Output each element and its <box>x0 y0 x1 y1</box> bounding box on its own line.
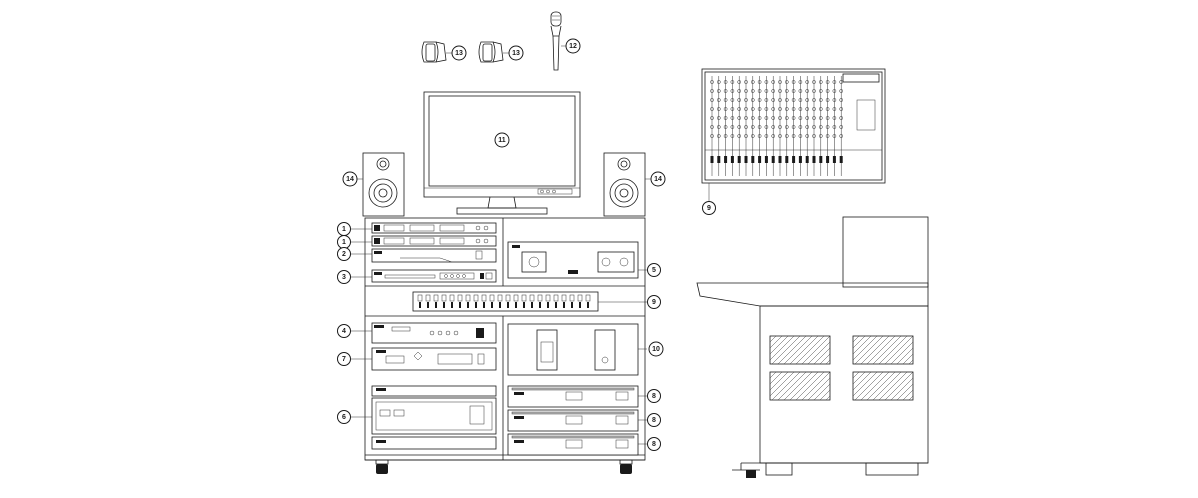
svg-text:2: 2 <box>342 251 346 258</box>
callout-3: 3 <box>337 270 351 284</box>
callout-1-lower: 1 <box>337 235 351 249</box>
callout-8-bottom: 8 <box>647 437 661 451</box>
svg-text:13: 13 <box>512 50 520 57</box>
svg-text:7: 7 <box>342 356 346 363</box>
rack-cabinet-side <box>696 216 929 478</box>
svg-text:4: 4 <box>342 328 346 335</box>
power-amplifier-1 <box>507 385 639 408</box>
headphone-unit-left <box>421 41 447 63</box>
display-monitor <box>423 91 581 215</box>
svg-text:8: 8 <box>652 417 656 424</box>
svg-text:1: 1 <box>342 239 346 246</box>
svg-text:9: 9 <box>707 205 711 212</box>
callout-4: 4 <box>337 324 351 338</box>
studio-speaker-right <box>603 152 646 217</box>
power-amplifier-2 <box>507 409 639 432</box>
callout-6: 6 <box>337 410 351 424</box>
callout-10: 10 <box>648 341 664 357</box>
wireless-receiver-2 <box>371 235 497 247</box>
callout-11: 11 <box>494 132 510 148</box>
callout-13-left: 13 <box>451 45 467 61</box>
svg-text:9: 9 <box>652 299 656 306</box>
callout-2: 2 <box>337 247 351 261</box>
svg-text:5: 5 <box>652 267 656 274</box>
audio-matrix-controller <box>371 347 497 371</box>
callout-1-upper: 1 <box>337 222 351 236</box>
callout-12: 12 <box>565 38 581 54</box>
callout-8-top: 8 <box>647 389 661 403</box>
svg-text:6: 6 <box>342 414 346 421</box>
conference-system-unit <box>371 385 497 450</box>
svg-text:13: 13 <box>455 50 463 57</box>
callout-5: 5 <box>647 263 661 277</box>
patch-bay <box>412 291 599 312</box>
svg-text:14: 14 <box>346 176 354 183</box>
media-recorder <box>371 269 497 283</box>
handheld-microphone <box>550 11 562 71</box>
power-sequencer <box>507 241 639 279</box>
svg-text:1: 1 <box>342 226 346 233</box>
mixing-console <box>701 68 886 184</box>
svg-text:11: 11 <box>498 137 506 144</box>
callout-9-patch-bay: 9 <box>647 295 661 309</box>
svg-text:12: 12 <box>569 43 577 50</box>
wireless-receiver-1 <box>371 222 497 234</box>
callout-14-right: 14 <box>650 171 666 187</box>
svg-text:3: 3 <box>342 274 346 281</box>
svg-text:8: 8 <box>652 441 656 448</box>
callout-14-left: 14 <box>342 171 358 187</box>
callout-9-mixer: 9 <box>702 201 716 215</box>
svg-text:14: 14 <box>654 176 662 183</box>
wireless-charger-unit <box>507 323 639 376</box>
callout-13-right: 13 <box>508 45 524 61</box>
cd-player <box>371 248 497 263</box>
digital-signal-processor <box>371 322 497 344</box>
svg-text:10: 10 <box>652 346 660 353</box>
power-amplifier-3 <box>507 433 639 456</box>
studio-speaker-left <box>362 152 405 217</box>
headphone-unit-right <box>478 41 504 63</box>
callout-7: 7 <box>337 352 351 366</box>
callout-8-middle: 8 <box>647 413 661 427</box>
svg-text:8: 8 <box>652 393 656 400</box>
